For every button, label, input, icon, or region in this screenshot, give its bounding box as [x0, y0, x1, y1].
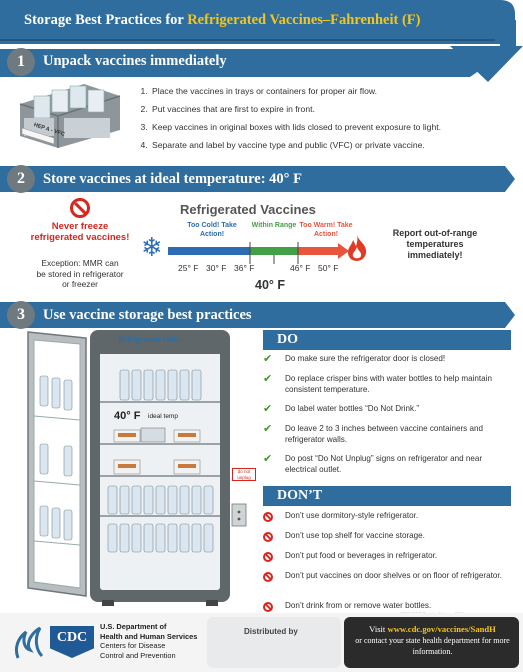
tick-label: 46° F	[290, 263, 311, 273]
dont-item: Don’t drink from or remove water bottles…	[263, 601, 508, 612]
do-item: ✔Do replace crisper bins with water bott…	[263, 373, 492, 394]
tick-label: 25° F	[178, 263, 199, 273]
header-banner	[0, 0, 515, 44]
visit-box	[344, 617, 519, 668]
temperature-scale-bar	[168, 242, 349, 264]
section-2-number: 2	[7, 165, 35, 193]
section-2-title: Store vaccines at ideal temperature: 40°…	[43, 171, 302, 187]
fridge-label: Refrigerator Only	[118, 335, 180, 344]
arrow-down-icon	[442, 20, 523, 82]
step-item: Put vaccines that are first to expire in…	[150, 104, 490, 115]
tick-label: 50° F	[318, 263, 339, 273]
mmr-exception: Exception: MMR can be stored in refriger…	[36, 258, 124, 289]
prohibited-icon	[263, 572, 273, 582]
section-3-bar	[0, 302, 515, 328]
scale-tick-labels: 25° F 30° F 36° F 46° F 50° F	[178, 263, 358, 275]
too-cold-label: Too Cold! Take Action!	[187, 222, 237, 238]
section-3-title: Use vaccine storage best practices	[43, 307, 252, 323]
dont-item: Don’t put food or beverages in refrigera…	[263, 551, 508, 562]
within-range-label: Within Range	[251, 222, 297, 229]
distributed-by-box	[207, 617, 341, 668]
prohibited-icon	[263, 602, 273, 612]
fridge-temp-big: 40° F	[114, 410, 141, 422]
tick-label: 36° F	[234, 263, 255, 273]
tick-label: 30° F	[206, 263, 227, 273]
unpack-steps-list: Place the vaccines in trays or container…	[138, 86, 490, 158]
scale-title: Refrigerated Vaccines	[180, 202, 316, 217]
section-3-number: 3	[7, 301, 35, 329]
visit-url-link[interactable]: www.cdc.gov/vaccines/SandH	[387, 624, 496, 634]
step-item: Keep vaccines in original boxes with lid…	[150, 122, 490, 133]
do-not-unplug-sign: do not unplug	[232, 468, 256, 481]
do-item: ✔Do label water bottles “Do Not Drink.”	[263, 403, 420, 415]
checkmark-icon: ✔	[263, 353, 273, 365]
report-out-of-range: Report out-of-range temperatures immedia…	[392, 228, 478, 260]
cdc-logo-text: CDC	[56, 630, 88, 645]
dont-header: DON’T	[263, 486, 511, 506]
do-item: ✔Do leave 2 to 3 inches between vaccine …	[263, 423, 483, 444]
dont-item: Don’t put vaccines on door shelves or on…	[263, 571, 508, 582]
do-item: ✔Do make sure the refrigerator door is c…	[263, 353, 446, 365]
snowflake-icon: ❄	[141, 232, 163, 262]
visit-info: Visit www.cdc.gov/vaccines/SandH or cont…	[355, 624, 510, 656]
never-freeze-warning: Never freeze refrigerated vaccines!	[30, 221, 130, 243]
section-1-bar	[0, 49, 490, 77]
dont-item: Don’t use dormitory-style refrigerator.	[263, 511, 508, 522]
step-item: Place the vaccines in trays or container…	[150, 86, 490, 97]
section-2-bar	[0, 166, 515, 192]
prohibited-icon	[70, 198, 90, 218]
checkmark-icon: ✔	[263, 423, 273, 435]
do-header: DO	[263, 330, 511, 350]
checkmark-icon: ✔	[263, 403, 273, 415]
checkmark-icon: ✔	[263, 453, 273, 465]
department-info: U.S. Department of Health and Human Serv…	[100, 622, 198, 660]
dont-item: Don’t use top shelf for vaccine storage.	[263, 531, 508, 542]
prohibited-icon	[263, 552, 273, 562]
ideal-temperature: 40° F	[255, 278, 286, 292]
distributed-by-label: Distributed by	[244, 627, 298, 636]
section-1-number: 1	[7, 48, 35, 76]
checkmark-icon: ✔	[263, 373, 273, 385]
page-title-highlight: Refrigerated Vaccines–Fahrenheit (F)	[187, 12, 421, 28]
flame-icon	[348, 235, 367, 261]
too-warm-label: Too Warm! Take Action!	[299, 222, 353, 238]
do-item: ✔Do post “Do Not Unplug” signs on refrig…	[263, 453, 483, 474]
hhs-logo	[14, 626, 44, 659]
prohibited-icon	[263, 512, 273, 522]
step-item: Separate and label by vaccine type and p…	[150, 140, 490, 151]
fridge-temp-small: ideal temp	[148, 413, 178, 420]
page-title: Storage Best Practices for Refrigerated …	[24, 12, 421, 28]
section-1-title: Unpack vaccines immediately	[43, 53, 227, 69]
prohibited-icon	[263, 532, 273, 542]
vaccine-tray-illustration	[19, 84, 121, 148]
refrigerator-illustration	[27, 330, 247, 606]
